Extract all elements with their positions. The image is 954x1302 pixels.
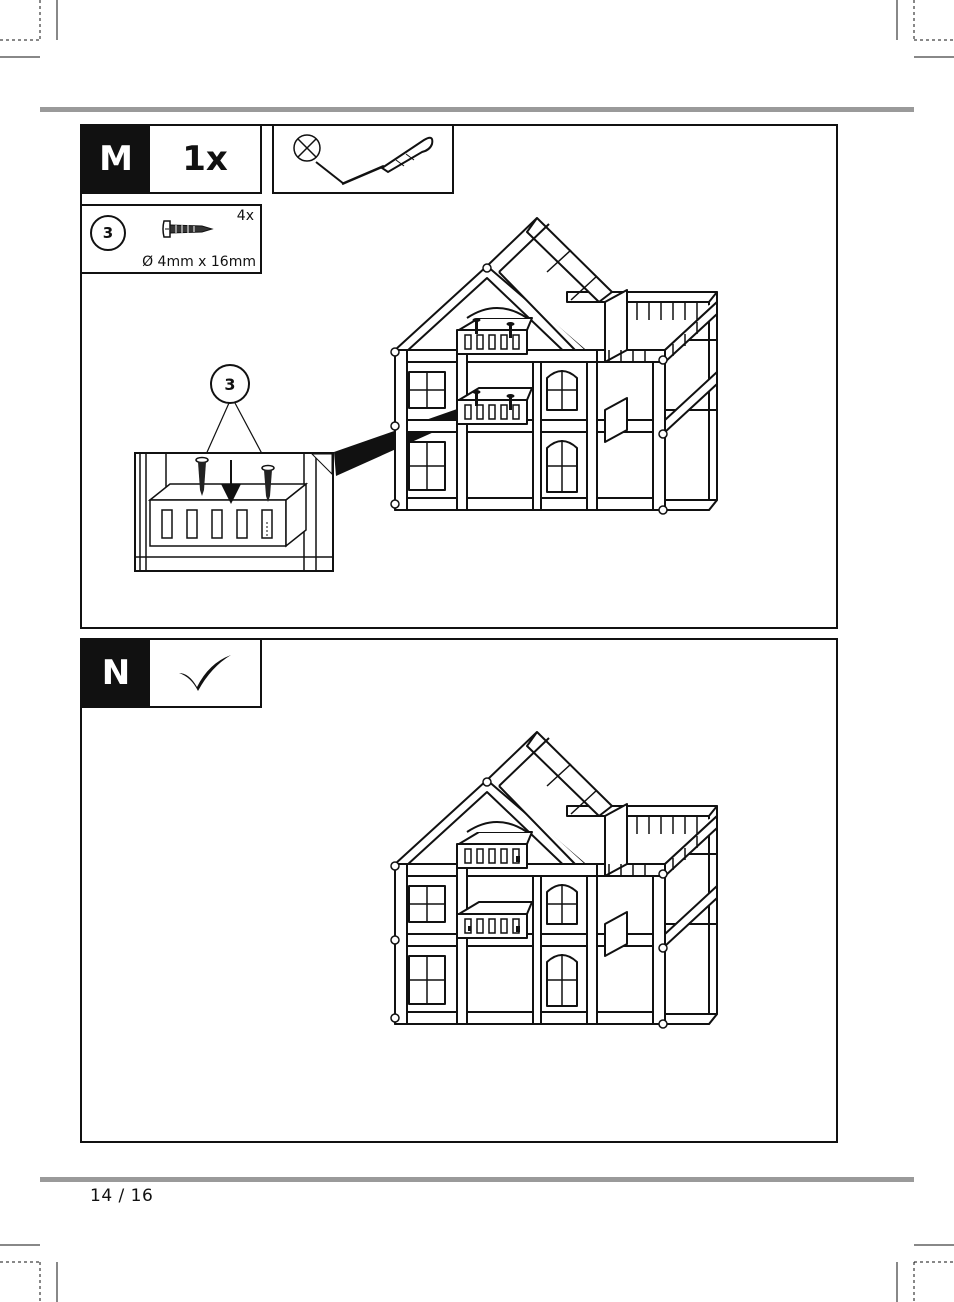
step-n-header: N [80, 638, 262, 708]
page-number: 14 / 16 [90, 1186, 153, 1206]
dollhouse-illustration [387, 724, 727, 1064]
step-status [150, 640, 260, 706]
footer-rule [40, 1177, 914, 1182]
parts-count: 4x [237, 208, 254, 224]
part-id-badge: 3 [90, 215, 126, 251]
tool-box [272, 124, 454, 194]
step-m-header: M 1x [80, 124, 262, 194]
callout-badge: 3 [210, 364, 250, 404]
zoom-inset [134, 452, 336, 574]
checkmark-icon [175, 653, 235, 693]
step-letter: N [82, 640, 150, 706]
step-letter: M [82, 126, 150, 192]
dollhouse-illustration [387, 210, 727, 550]
parts-size: Ø 4mm x 16mm [142, 254, 256, 270]
parts-box: 3 4x Ø 4mm x 16mm [80, 204, 262, 274]
header-rule [40, 107, 914, 112]
screw-icon [162, 218, 214, 240]
step-n-panel: N [80, 638, 838, 1143]
step-m-panel: M 1x 3 4x Ø 4mm x 16mm [80, 124, 838, 629]
step-quantity: 1x [150, 126, 260, 192]
screwdriver-icon [274, 126, 452, 192]
